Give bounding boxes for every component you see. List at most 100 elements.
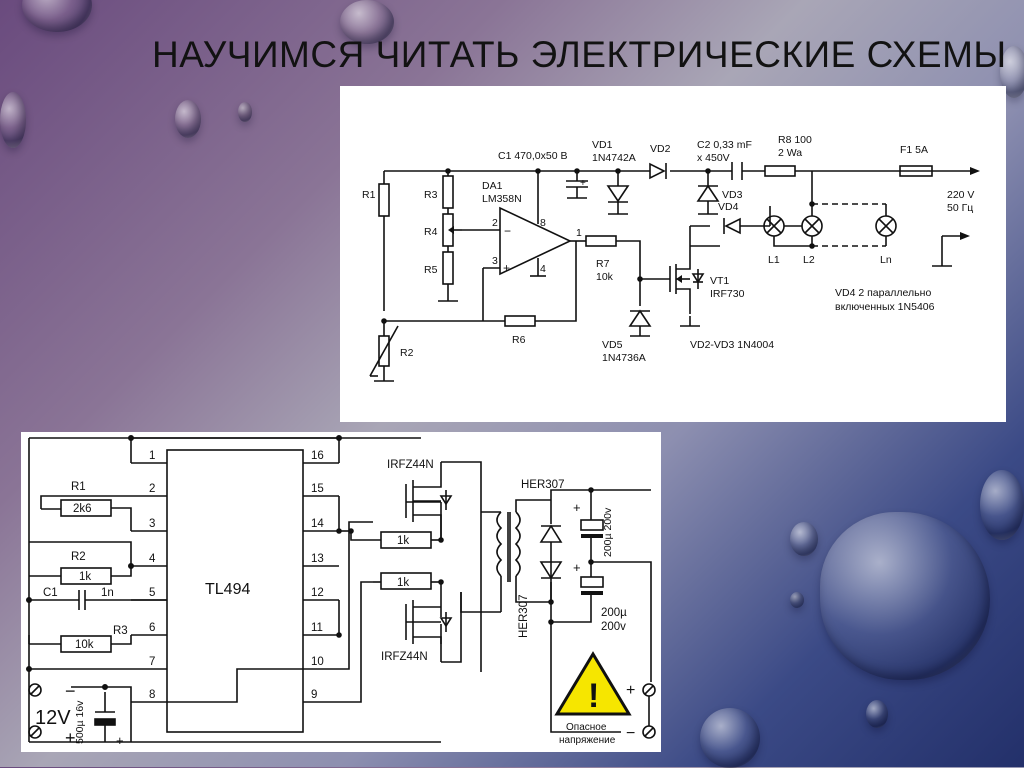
gate-resistor-2: 1k [397, 577, 409, 589]
gate-resistor-1: 1k [397, 535, 409, 547]
water-drop [980, 470, 1024, 540]
r1-label: R1 [362, 189, 376, 201]
vd2-label: VD2 [650, 143, 671, 155]
vd1-part: 1N4742A [592, 152, 636, 164]
water-drop [22, 0, 92, 32]
mains-voltage: 220 V [947, 189, 974, 201]
r3-label: R3 [113, 625, 128, 637]
ic-name: TL494 [205, 581, 250, 598]
r4-label: R4 [424, 226, 438, 238]
r1-value: 2k6 [73, 503, 92, 515]
r8-label: R8 100 [778, 134, 812, 146]
svg-text:+: + [116, 733, 124, 748]
vd4-note-line-1: VD4 2 параллельно [835, 287, 931, 299]
svg-text:−: − [504, 224, 511, 238]
pin-2: 2 [149, 483, 155, 495]
vd1-label: VD1 [592, 139, 613, 151]
schematic-2-drawing: ! TL494 1 2 3 4 5 6 7 8 16 15 14 13 12 1… [26, 434, 656, 748]
cap-top-label: 200µ 200v [602, 507, 614, 557]
c2-voltage: x 450V [697, 152, 730, 164]
lamp-l2-label: L2 [803, 254, 815, 266]
lamp-l1-label: L1 [768, 254, 780, 266]
r5-label: R5 [424, 264, 438, 276]
pin-16: 16 [311, 450, 324, 462]
r2-label: R2 [71, 551, 86, 563]
r6-label: R6 [512, 334, 526, 346]
pin-15: 15 [311, 483, 324, 495]
water-drop [238, 102, 252, 122]
warning-text-1: Опасное [566, 722, 607, 733]
pin-10: 10 [311, 656, 324, 668]
r2-value: 1k [79, 571, 91, 583]
water-drop [700, 708, 760, 768]
pin-4: 4 [149, 553, 156, 565]
c1-label: C1 470,0x50 B [498, 150, 567, 162]
r3-label: R3 [424, 189, 438, 201]
vd5-label: VD5 [602, 339, 623, 351]
c2-label: C2 0,33 mF [697, 139, 752, 151]
vd3-label: VD3 [722, 189, 743, 201]
r7-label: R7 [596, 258, 610, 270]
input-minus: − [65, 681, 76, 701]
opamp-pin-3: 3 [492, 255, 498, 267]
water-drop [866, 700, 888, 728]
c1-label: C1 [43, 587, 58, 599]
opamp-pin-2: 2 [492, 217, 498, 229]
vt1-part: IRF730 [710, 288, 745, 300]
svg-text:+: + [580, 178, 586, 189]
pin-11: 11 [311, 622, 323, 634]
c1-value: 1n [101, 587, 114, 599]
lamp-ln-label: Ln [880, 254, 892, 266]
warning-mark: ! [588, 677, 599, 715]
water-drop [820, 512, 990, 680]
vd4-label: VD4 [718, 201, 739, 213]
schematic-lamp-dimmer: C1 470,0x50 B VD1 1N4742A VD2 C2 0,33 mF… [340, 86, 1006, 422]
r1-label: R1 [71, 481, 86, 493]
water-drop [0, 92, 26, 148]
pin-13: 13 [311, 553, 324, 565]
r7-value: 10k [596, 271, 614, 283]
cap-bottom-voltage: 200v [601, 621, 626, 633]
water-drop [340, 0, 394, 44]
opamp-pin-1: 1 [576, 227, 582, 239]
fet-bottom-label: IRFZ44N [381, 651, 428, 663]
water-drop [175, 100, 201, 138]
pin-5: 5 [149, 587, 155, 599]
pin-8: 8 [149, 689, 155, 701]
vt1-label: VT1 [710, 275, 729, 287]
opamp-pin-4: 4 [540, 263, 546, 275]
f1-label: F1 5A [900, 144, 928, 156]
fet-top-label: IRFZ44N [387, 459, 434, 471]
r2-label: R2 [400, 347, 414, 359]
input-plus: + [65, 728, 76, 748]
opamp-pin-8: 8 [540, 217, 546, 229]
svg-text:+: + [503, 261, 510, 275]
mains-frequency: 50 Гц [947, 202, 973, 214]
r3-value: 10k [75, 639, 94, 651]
r8-power: 2 Wa [778, 147, 802, 159]
vd4-note-line-2: включенных 1N5406 [835, 301, 935, 313]
warning-text-2: напряжение [559, 735, 616, 746]
svg-text:+: + [573, 560, 581, 575]
vd5-part: 1N4736A [602, 352, 646, 364]
pin-6: 6 [149, 622, 155, 634]
pin-9: 9 [311, 689, 317, 701]
pin-14: 14 [311, 518, 324, 530]
diodes-note: VD2-VD3 1N4004 [690, 339, 774, 351]
pin-7: 7 [149, 656, 155, 668]
output-minus: − [626, 725, 635, 742]
pin-12: 12 [311, 587, 324, 599]
slide-title: НАУЧИМСЯ ЧИТАТЬ ЭЛЕКТРИЧЕСКИЕ СХЕМЫ [152, 34, 1007, 75]
water-drop [790, 592, 804, 608]
da1-label: DA1 [482, 180, 503, 192]
pin-1: 1 [149, 450, 155, 462]
water-drop [790, 522, 818, 556]
pin-3: 3 [149, 518, 155, 530]
supply-cap-label: 500µ 16v [74, 700, 86, 744]
diode-bottom-label: HER307 [518, 595, 530, 638]
diode-top-label: HER307 [521, 479, 564, 491]
cap-bottom-value: 200µ [601, 607, 627, 619]
output-plus: + [626, 682, 635, 699]
schematic-tl494-inverter: ! TL494 1 2 3 4 5 6 7 8 16 15 14 13 12 1… [21, 432, 661, 752]
svg-text:+: + [573, 500, 581, 515]
